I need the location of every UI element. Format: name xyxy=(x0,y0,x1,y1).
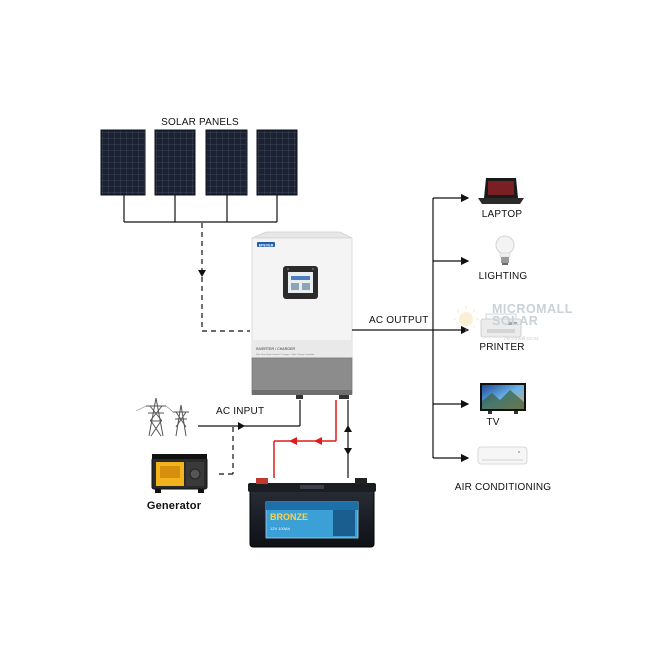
watermark-line2: SOLAR xyxy=(492,314,539,328)
battery-spec: 12V 100Ah xyxy=(270,526,290,531)
solar-panel-4 xyxy=(256,129,298,196)
battery-brand: BRONZE xyxy=(270,512,308,522)
generator-label: Generator xyxy=(146,500,202,512)
watermark-sun-icon xyxy=(453,306,479,332)
laptop-icon xyxy=(478,178,524,204)
battery-arrow-2 xyxy=(314,437,322,445)
battery-neg-arrow-down xyxy=(344,448,352,455)
generator-icon xyxy=(151,454,208,493)
inverter-label: INVERTER / CHARGER xyxy=(256,347,295,351)
pv-dc-line xyxy=(201,223,250,332)
panel-wiring xyxy=(123,195,278,223)
printer-label: PRINTER xyxy=(479,342,525,353)
solar-panels xyxy=(100,129,298,196)
inverter-charger: EPEVER INVERTER / CHARGER Pure Sine Wave… xyxy=(251,231,353,399)
power-grid-icon xyxy=(135,397,189,437)
ac-output-label: AC OUTPUT xyxy=(369,315,429,326)
watermark-url: micromall.co.nz xyxy=(504,336,539,342)
battery-arrow-1 xyxy=(289,437,297,445)
ac-input-wiring xyxy=(198,400,301,427)
inverter-brand: EPEVER xyxy=(259,243,274,247)
tv-icon xyxy=(480,383,526,414)
solar-panels-label: SOLAR PANELS xyxy=(161,117,239,128)
battery: BRONZE 12V 100Ah xyxy=(248,478,376,548)
inverter-logo xyxy=(257,242,275,247)
watermark-line1: MICROMALL xyxy=(492,302,573,316)
light-bulb-icon xyxy=(495,235,515,265)
air-conditioning-label: AIR CONDITIONING xyxy=(454,482,552,493)
generator-line xyxy=(218,427,234,475)
battery-neg-arrow-up xyxy=(344,425,352,432)
pv-arrow xyxy=(198,270,206,277)
battery-dc-line xyxy=(273,400,337,478)
printer-icon xyxy=(480,313,522,338)
ac-output-wiring xyxy=(352,193,470,463)
lighting-label: LIGHTING xyxy=(478,271,528,282)
tv-label: TV xyxy=(486,417,500,428)
ac-input-arrow xyxy=(238,422,245,430)
inverter-sublabel: Pure Sine Wave Inverter / Charger · Sola… xyxy=(256,353,315,356)
solar-panel-3 xyxy=(205,129,248,196)
solar-panel-1 xyxy=(100,129,146,196)
ac-input-label: AC INPUT xyxy=(216,406,265,417)
air-conditioner-icon xyxy=(477,446,528,465)
laptop-label: LAPTOP xyxy=(481,209,523,220)
solar-panel-2 xyxy=(154,129,196,196)
watermark-text: MICROMALL SOLAR xyxy=(492,302,573,328)
